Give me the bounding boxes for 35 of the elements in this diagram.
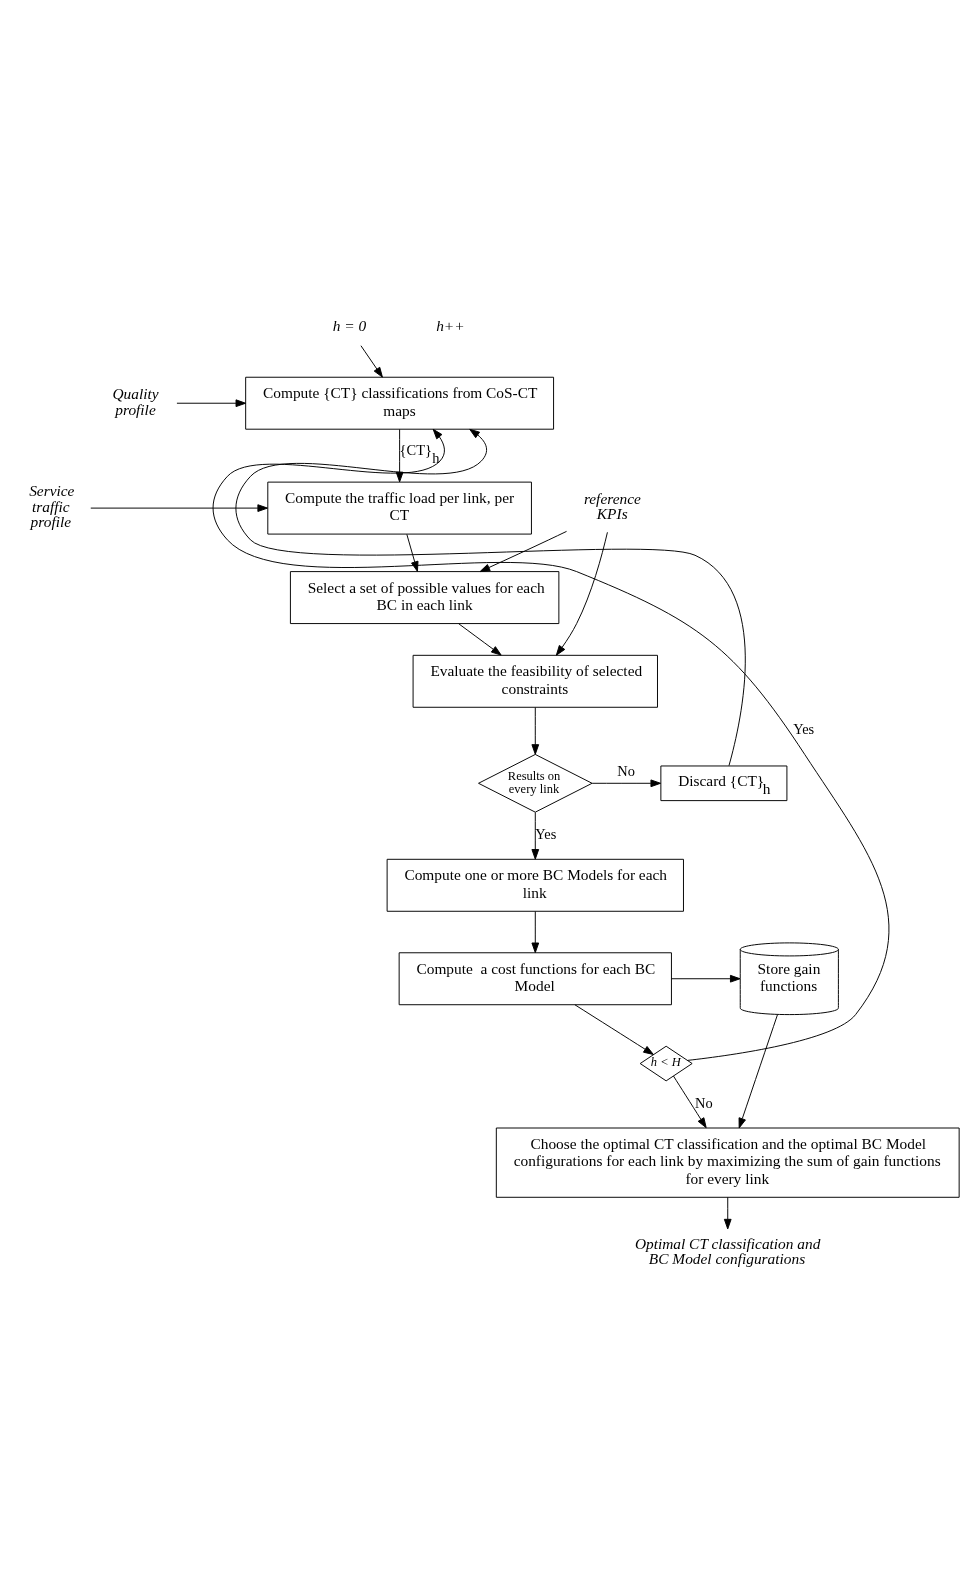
arrow xyxy=(176,399,247,408)
arrow xyxy=(723,1196,732,1230)
arrow xyxy=(360,345,383,378)
arrow xyxy=(673,1075,707,1129)
node-box: Evaluate the feasibility of selected constraints xyxy=(412,654,658,708)
arrow xyxy=(531,911,540,954)
arrow xyxy=(574,1004,654,1055)
node-text: h = 0 xyxy=(332,316,367,334)
label: h++ xyxy=(436,316,465,334)
node-box: Compute one or more BC Models for each link xyxy=(386,858,684,912)
arrow xyxy=(212,428,890,1061)
node-text: Quality profile xyxy=(112,385,159,418)
node-box: Compute {CT} classifications from CoS-CT maps xyxy=(245,376,555,430)
arrow xyxy=(738,1014,778,1129)
edge-label: No xyxy=(617,762,635,779)
arrow xyxy=(458,623,502,656)
node-diamond: Results on every link xyxy=(478,753,593,813)
edge-label: No xyxy=(695,1094,713,1111)
node-text: Optimal CT classification and BC Model configurations xyxy=(634,1235,821,1268)
arrow xyxy=(406,533,419,572)
arrow xyxy=(531,707,540,755)
arrow xyxy=(235,428,746,767)
node-box: Compute the traffic load per link, per CT xyxy=(267,481,532,535)
arrow xyxy=(479,530,568,573)
arrow xyxy=(555,531,608,656)
node-box: Select a set of possible values for each BC in each link xyxy=(289,571,560,625)
arrow xyxy=(591,779,662,788)
node-text: reference KPIs xyxy=(583,490,641,523)
edge-label: Yes xyxy=(793,721,815,738)
node-text: Service traffic profile xyxy=(29,482,75,531)
node-box: Compute a cost functions for each BC Model xyxy=(398,952,672,1006)
arrow xyxy=(531,811,540,860)
node-box: Choose the optimal CT classification and the optimal BC Model configurations for each link by maximizing the sum of gain functions for every link xyxy=(495,1127,960,1198)
arrow xyxy=(90,504,268,512)
arrow xyxy=(671,974,741,983)
